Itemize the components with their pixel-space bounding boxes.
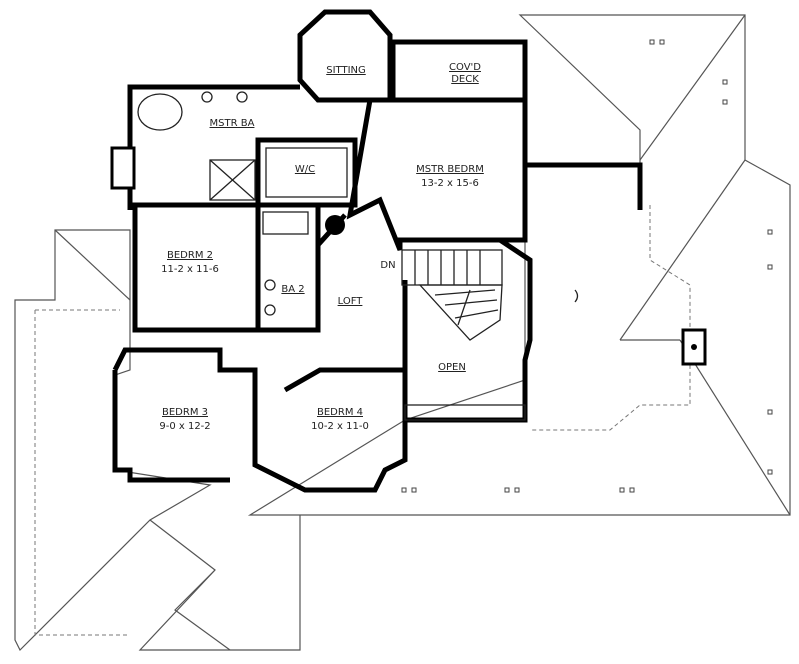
roof-vents <box>401 39 773 493</box>
room-label-loft: LOFT <box>338 296 364 307</box>
room-size-bedroom-3: 9-0 x 12-2 <box>159 421 210 432</box>
room-label-open: OPEN <box>438 362 466 373</box>
room-label-bedroom-2: BEDRM 2 <box>167 250 213 261</box>
room-size-bedroom-4: 10-2 x 11-0 <box>311 421 369 432</box>
stair-label-down: DN <box>380 260 395 271</box>
room-label-covd-deck: COV'D <box>449 62 481 73</box>
room-label-master-bath: MSTR BA <box>210 118 255 129</box>
room-label-bath-2: BA 2 <box>281 284 304 295</box>
walls <box>110 9 643 493</box>
room-label-wic: W/C <box>295 164 315 175</box>
room-label-sitting: SITTING <box>326 65 366 76</box>
room-label-bedroom-3: BEDRM 3 <box>162 407 208 418</box>
roof-left <box>14 229 301 652</box>
roof-right <box>247 14 791 516</box>
room-size-bedroom-2: 11-2 x 11-6 <box>161 264 219 275</box>
room-label-master-bedroom: MSTR BEDRM <box>416 164 484 175</box>
room-size-master-bedroom: 13-2 x 15-6 <box>421 178 479 189</box>
room-label-covd-deck-2: DECK <box>451 74 479 85</box>
room-label-bedroom-4: BEDRM 4 <box>317 407 363 418</box>
staircase <box>401 249 503 341</box>
